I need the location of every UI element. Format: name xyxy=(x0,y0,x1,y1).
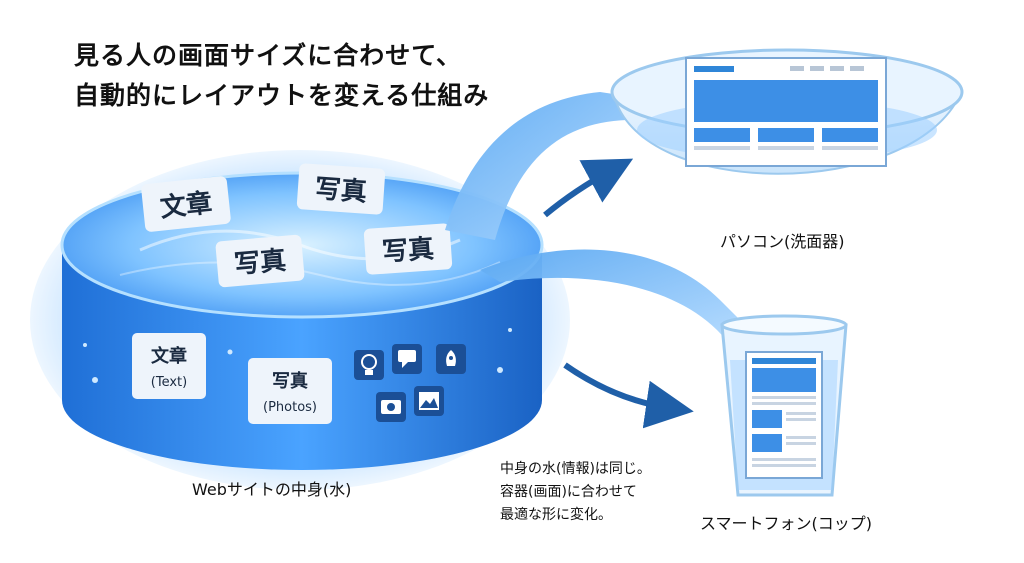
side-card-photos: 写真 (Photos) xyxy=(248,358,332,424)
pc-layout-mockup xyxy=(685,57,887,167)
note-line-3: 最適な形に変化。 xyxy=(500,507,612,523)
glass-caption: スマートフォン(コップ) xyxy=(700,514,873,533)
floating-card-bunsho: 文章 xyxy=(141,176,231,232)
floating-card-shashin-3: 写真 xyxy=(363,223,453,275)
floating-card-shashin-1-label: 写真 xyxy=(314,174,368,208)
side-card-text: 文章 (Text) xyxy=(132,333,206,399)
phone-layout-mockup xyxy=(745,351,823,479)
floating-card-bunsho-label: 文章 xyxy=(159,187,214,223)
title-line-2: 自動的にレイアウトを変える仕組み xyxy=(74,81,490,110)
floating-card-shashin-3-label: 写真 xyxy=(381,234,435,268)
cylinder-caption: Webサイトの中身(水) xyxy=(192,480,352,499)
floating-card-shashin-2-label: 写真 xyxy=(233,246,287,280)
title-line-1: 見る人の画面サイズに合わせて、 xyxy=(74,41,463,70)
arrow-to-basin xyxy=(543,158,634,218)
note-line-2: 容器(画面)に合わせて xyxy=(500,484,637,500)
arrow-to-glass xyxy=(563,362,694,429)
floating-card-shashin-2: 写真 xyxy=(215,234,305,288)
side-card-text-sub: (Text) xyxy=(151,375,187,390)
explanation-note: 中身の水(情報)は同じ。 容器(画面)に合わせて 最適な形に変化。 xyxy=(500,458,651,527)
camera-icon xyxy=(376,392,406,422)
basin-caption: パソコン(洗面器) xyxy=(720,232,845,251)
water-stream-to-glass xyxy=(480,249,755,345)
lightbulb-icon xyxy=(354,350,384,380)
side-card-photos-main: 写真 xyxy=(272,370,308,392)
diagram-title: 見る人の画面サイズに合わせて、 自動的にレイアウトを変える仕組み xyxy=(74,36,489,116)
note-line-1: 中身の水(情報)は同じ。 xyxy=(500,461,651,477)
rocket-icon xyxy=(436,344,466,374)
image-icon xyxy=(414,386,444,416)
water-stream-to-basin xyxy=(445,92,640,240)
side-card-photos-sub: (Photos) xyxy=(263,400,317,415)
side-card-text-main: 文章 xyxy=(151,345,187,367)
chat-icon xyxy=(392,344,422,374)
floating-card-shashin-1: 写真 xyxy=(296,163,386,215)
